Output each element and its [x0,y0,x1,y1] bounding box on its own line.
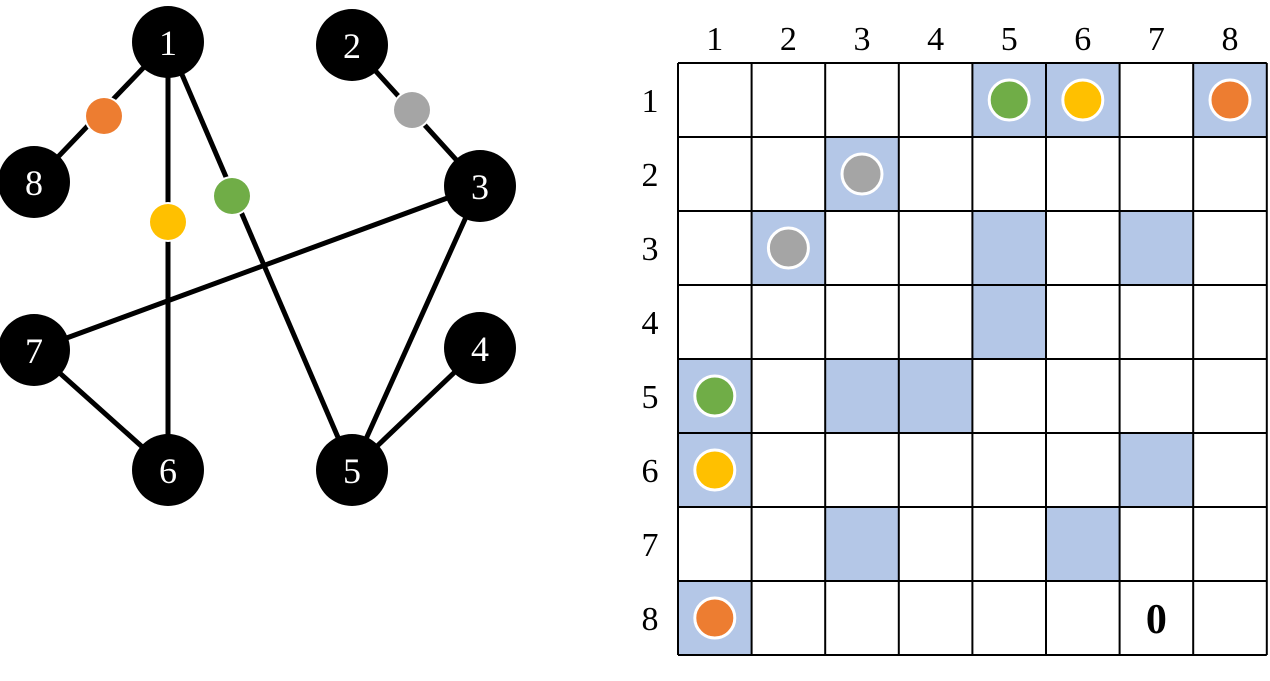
node-label-4: 4 [471,329,489,369]
matrix-marker-gray-3-2 [766,226,810,270]
matrix-marker-yellow-1-6 [1061,78,1105,122]
node-6 [132,434,204,506]
matrix-cell-text: 0 [1146,597,1167,643]
row-label-6: 6 [642,453,659,490]
column-label-5: 5 [1001,21,1018,58]
shaded-cell-7-6 [1046,507,1120,581]
edge-1-5 [165,41,355,471]
edge-marker-green [214,178,250,214]
matrix-shading [678,63,1267,655]
node-1 [132,6,204,78]
matrix-marker-gray-2-3 [840,152,884,196]
row-label-8: 8 [642,601,659,638]
column-label-7: 7 [1148,21,1165,58]
row-label-1: 1 [642,83,659,120]
row-label-2: 2 [642,157,659,194]
shaded-cell-4-5 [972,285,1046,359]
edge-3-5 [349,184,483,472]
row-label-5: 5 [642,379,659,416]
column-label-8: 8 [1222,21,1239,58]
node-5 [316,434,388,506]
shaded-cell-3-5 [972,211,1046,285]
row-label-3: 3 [642,231,659,268]
row-label-4: 4 [642,305,659,342]
node-label-7: 7 [25,331,43,371]
column-label-4: 4 [927,21,944,58]
node-label-5: 5 [343,451,361,491]
matrix-grid [677,62,1268,656]
graph-edge-markers [84,90,432,242]
matrix-markers [693,78,1252,640]
node-3 [444,150,516,222]
column-label-2: 2 [780,21,797,58]
column-label-6: 6 [1074,21,1091,58]
edge-marker-gray [394,92,430,128]
matrix-labels: 1 2 3 4 5 6 7 8 1 2 3 4 5 6 7 8 [642,21,1239,638]
shaded-cell-5-3 [825,359,899,433]
shaded-cell-3-7 [1119,211,1194,285]
matrix-marker-green-5-1 [693,374,737,418]
node-8 [0,146,70,218]
column-label-3: 3 [854,21,871,58]
shaded-cell-5-4 [898,359,973,433]
matrix-marker-green-1-5 [987,78,1031,122]
matrix-marker-yellow-6-1 [693,448,737,492]
row-label-7: 7 [642,527,659,564]
node-label-1: 1 [159,23,177,63]
node-label-3: 3 [471,167,489,207]
matrix-marker-orange-1-8 [1208,78,1252,122]
graph-nodes: 1 2 3 4 5 6 7 8 [0,6,516,506]
edge-marker-yellow [150,204,186,240]
node-label-6: 6 [159,451,177,491]
matrix-marker-orange-8-1 [693,596,737,640]
shaded-cell-6-7 [1119,433,1194,507]
node-2 [316,9,388,81]
node-label-8: 8 [25,163,43,203]
node-label-2: 2 [343,26,361,66]
node-4 [444,312,516,384]
edge-3-7 [33,183,481,353]
node-7 [0,314,70,386]
shaded-cell-7-3 [825,507,899,581]
column-label-1: 1 [706,21,723,58]
cell-value-8-7: 0 [1146,597,1167,643]
edge-marker-orange [86,98,122,134]
